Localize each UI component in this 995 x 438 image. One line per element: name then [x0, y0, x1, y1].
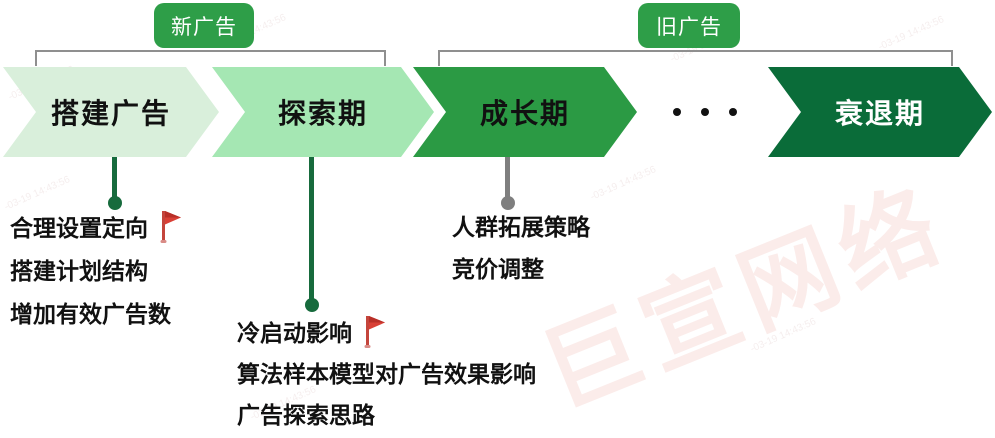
note-text: 竞价调整 — [452, 256, 544, 282]
connector-growth — [500, 157, 515, 210]
watermark-text: 巨宣网络 — [528, 169, 962, 428]
stage-exploration: 探索期 — [212, 67, 434, 157]
new-ads-label: 新广告 — [154, 3, 254, 48]
old-ads-bracket — [438, 50, 953, 66]
ellipsis-dot — [673, 108, 681, 116]
note-text: 冷启动影响 — [237, 319, 352, 346]
note-line: 广告探索思路 — [237, 392, 536, 433]
faint-timestamp-mark: -03-19 14:43:56 — [876, 14, 946, 53]
new-ads-bracket — [35, 50, 386, 66]
note-line: 算法样本模型对广告效果影响 — [237, 351, 536, 392]
ellipsis-dot — [729, 108, 737, 116]
connector-build-ads — [107, 157, 122, 210]
notes-exploration: 冷启动影响 算法样本模型对广告效果影响 广告探索思路 — [237, 310, 536, 433]
notes-growth: 人群拓展策略 竞价调整 — [452, 204, 590, 288]
red-flag-icon — [364, 315, 385, 348]
ellipsis-dot — [701, 108, 709, 116]
note-line: 合理设置定向 — [10, 204, 182, 247]
red-flag-icon — [160, 210, 181, 243]
stage-decline: 衰退期 — [768, 67, 992, 157]
note-line: 增加有效广告数 — [10, 290, 182, 333]
note-text: 广告探索思路 — [237, 401, 375, 428]
note-line: 人群拓展策略 — [452, 204, 590, 246]
note-text: 增加有效广告数 — [10, 300, 171, 327]
stage-build-ads: 搭建广告 — [3, 67, 219, 157]
note-line: 竞价调整 — [452, 246, 590, 288]
note-text: 人群拓展策略 — [452, 214, 590, 240]
note-line: 搭建计划结构 — [10, 247, 182, 290]
old-ads-label: 旧广告 — [638, 3, 740, 48]
connector-dot — [500, 196, 515, 210]
connector-dot — [304, 298, 319, 312]
notes-build-ads: 合理设置定向 搭建计划结构 增加有效广告数 — [10, 204, 182, 333]
note-text: 合理设置定向 — [10, 214, 148, 241]
faint-timestamp-mark: -03-19 14:43:56 — [588, 164, 658, 203]
note-text: 算法样本模型对广告效果影响 — [237, 360, 536, 387]
ellipsis-dots — [673, 108, 737, 116]
connector-exploration — [304, 157, 319, 312]
stage-growth: 成长期 — [413, 67, 637, 157]
faint-timestamp-mark: -03-19 14:43:56 — [748, 316, 818, 355]
note-text: 搭建计划结构 — [10, 257, 148, 284]
connector-dot — [107, 196, 122, 210]
note-line: 冷启动影响 — [237, 310, 536, 351]
